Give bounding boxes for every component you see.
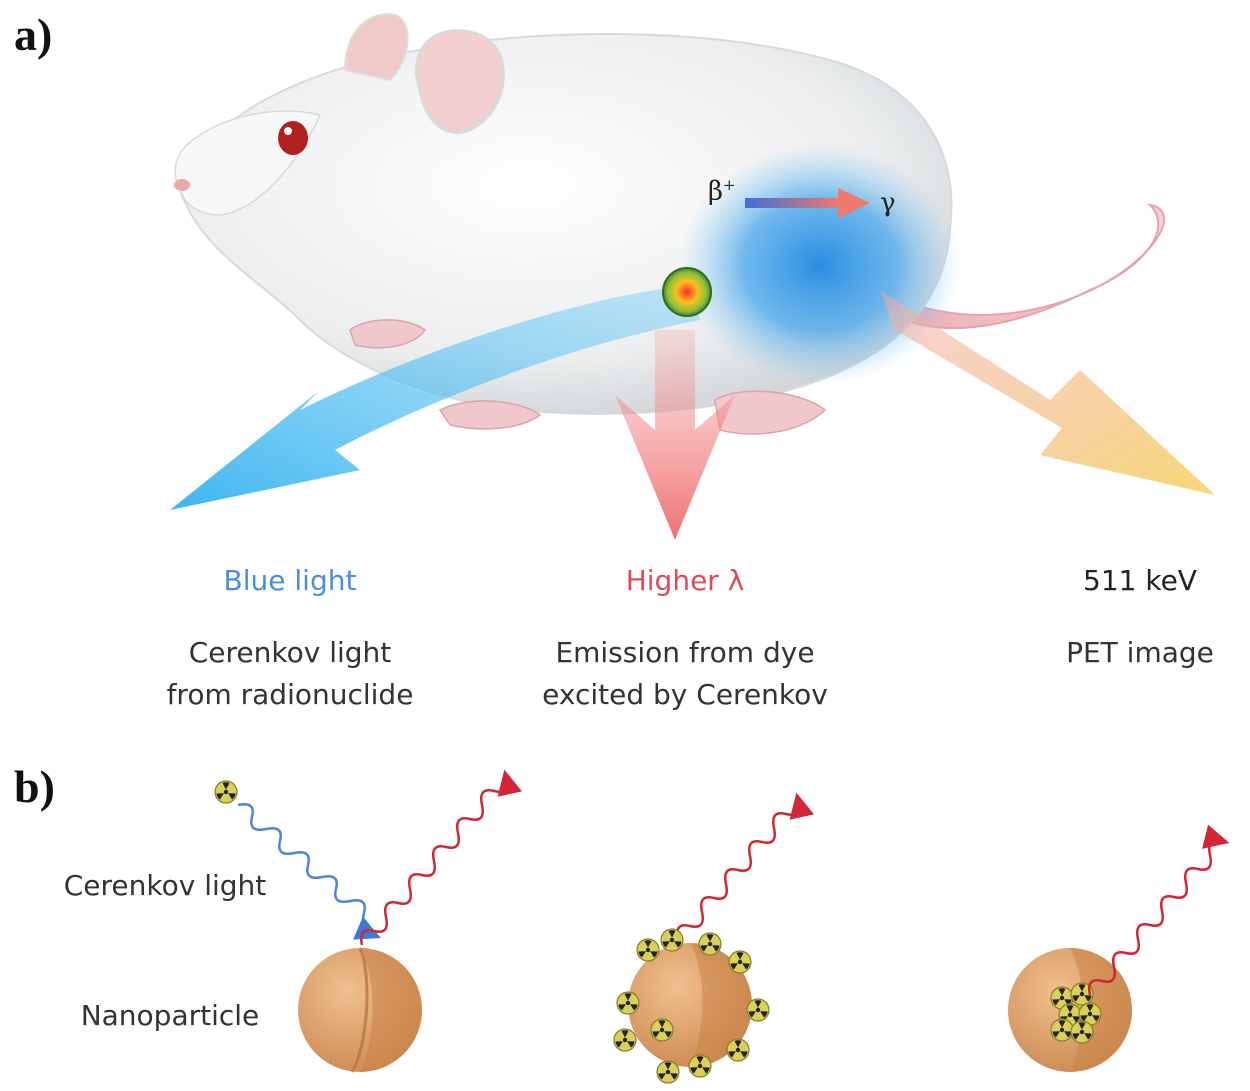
blue-light-caption-line2: from radionuclide xyxy=(166,678,414,711)
radionuclide-source xyxy=(662,267,712,317)
higher-lambda-heading: Higher λ xyxy=(625,564,745,597)
emission-wave-1 xyxy=(360,769,522,946)
higher-lambda-caption-line1: Emission from dye xyxy=(555,636,815,669)
nanoparticle-label: Nanoparticle xyxy=(80,999,260,1032)
blue-light-caption: Cerenkov light from radionuclide xyxy=(135,632,445,716)
beta-gamma-arrow-head xyxy=(838,188,870,218)
higher-lambda-caption-line2: excited by Cerenkov xyxy=(542,678,828,711)
blue-light-caption-line1: Cerenkov light xyxy=(188,636,392,669)
blue-light-heading: Blue light xyxy=(223,564,357,597)
beta-gamma-arrow-shaft xyxy=(745,198,840,208)
pet-arrow xyxy=(880,290,1215,495)
rat-front-paw xyxy=(349,319,427,349)
emission-wave-2 xyxy=(676,792,814,941)
cerenkov-light-label: Cerenkov light xyxy=(63,869,267,902)
nanoparticle-1 xyxy=(298,947,422,1073)
rat-ear-front xyxy=(414,29,505,135)
pet-caption: PET image xyxy=(1066,636,1214,669)
emission-wave-3 xyxy=(1088,824,1230,996)
rat xyxy=(174,13,953,435)
pet-heading: 511 keV xyxy=(1083,564,1197,597)
cerenkov-wave xyxy=(237,803,381,940)
beta-plus-label: β+ xyxy=(708,176,736,207)
rat-hind-paw xyxy=(714,390,827,435)
rat-eye xyxy=(278,121,308,155)
higher-lambda-arrow xyxy=(615,330,735,540)
gamma-label: γ xyxy=(880,188,896,218)
rat-ear-back xyxy=(343,13,409,82)
panel-a-label: a) xyxy=(14,9,53,60)
panel-b-label: b) xyxy=(14,761,55,812)
higher-lambda-caption: Emission from dye excited by Cerenkov xyxy=(510,632,860,716)
blue-light-arrow xyxy=(170,285,700,510)
